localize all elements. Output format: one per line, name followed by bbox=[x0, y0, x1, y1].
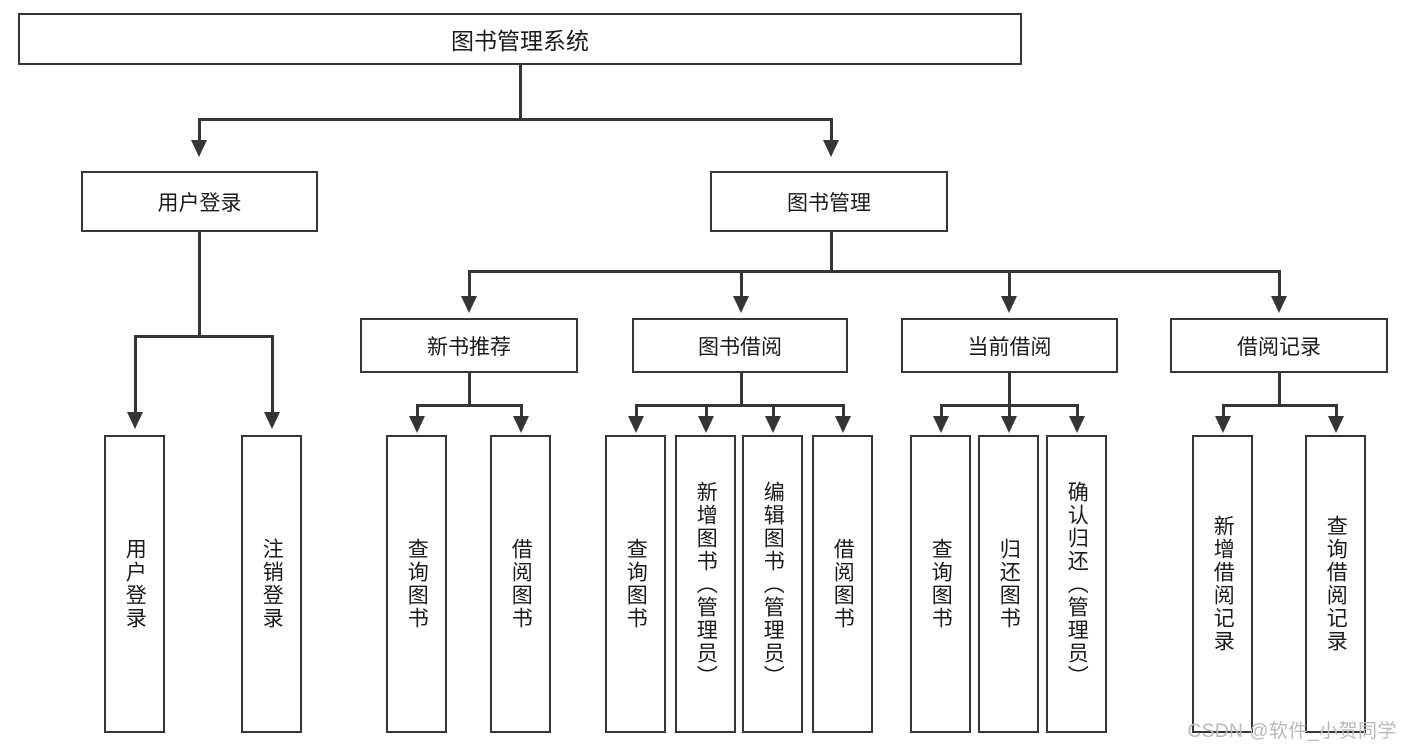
connector-new-book-to-leaf-1 bbox=[416, 404, 419, 419]
connector-bm-to-current-borrow bbox=[1008, 270, 1011, 298]
arrow-bm-to-borrow-record bbox=[1271, 296, 1287, 313]
connector-root-to-book-management bbox=[830, 118, 833, 143]
connector-current-borrow-stem bbox=[1008, 373, 1011, 406]
leaf-label: 确认归还（管理员） bbox=[1065, 480, 1089, 688]
connector-root-to-user-login bbox=[198, 118, 201, 143]
arrow-new-book-to-leaf-1 bbox=[409, 416, 425, 433]
leaf-label: 注销登录 bbox=[260, 538, 284, 630]
leaf-book-borrow-edit-book-admin[interactable]: 编辑图书（管理员） bbox=[742, 435, 803, 733]
node-label: 用户登录 bbox=[157, 191, 242, 215]
arrow-user-login-to-leaf-2 bbox=[264, 412, 280, 429]
arrow-root-to-book-management bbox=[823, 140, 839, 157]
leaf-label: 新增借阅记录 bbox=[1211, 515, 1235, 653]
leaf-label: 查询图书 bbox=[624, 538, 648, 630]
leaf-label: 查询图书 bbox=[405, 538, 429, 630]
connector-book-management-bus bbox=[468, 270, 1280, 273]
node-label: 借阅记录 bbox=[1237, 335, 1321, 359]
leaf-current-borrow-confirm-return-admin[interactable]: 确认归还（管理员） bbox=[1046, 435, 1107, 733]
connector-new-book-to-leaf-2 bbox=[520, 404, 523, 419]
leaf-current-borrow-query-book[interactable]: 查询图书 bbox=[910, 435, 971, 733]
connector-root-bus bbox=[198, 118, 832, 121]
connector-borrow-record-bus bbox=[1222, 404, 1337, 407]
arrow-bb-to-leaf-2 bbox=[698, 416, 714, 433]
node-root-book-management-system[interactable]: 图书管理系统 bbox=[18, 13, 1022, 65]
leaf-label: 用户登录 bbox=[123, 538, 147, 630]
connector-bb-to-leaf-1 bbox=[635, 404, 638, 419]
leaf-label: 新增图书（管理员） bbox=[694, 480, 718, 688]
node-new-book-recommend[interactable]: 新书推荐 bbox=[360, 318, 578, 373]
connector-br-to-leaf-2 bbox=[1335, 404, 1338, 419]
connector-user-login-bus bbox=[134, 335, 273, 338]
leaf-label: 归还图书 bbox=[997, 538, 1021, 630]
arrow-cb-to-leaf-2 bbox=[1001, 416, 1017, 433]
arrow-bm-to-current-borrow bbox=[1001, 296, 1017, 313]
arrow-bb-to-leaf-3 bbox=[765, 416, 781, 433]
connector-book-borrow-bus bbox=[635, 404, 844, 407]
connector-new-book-stem bbox=[468, 373, 471, 406]
arrow-br-to-leaf-2 bbox=[1328, 416, 1344, 433]
leaf-user-login-login[interactable]: 用户登录 bbox=[104, 435, 165, 733]
connector-user-login-stem bbox=[198, 232, 201, 337]
node-book-management[interactable]: 图书管理 bbox=[710, 171, 948, 232]
arrow-bb-to-leaf-4 bbox=[835, 416, 851, 433]
leaf-book-borrow-borrow-book[interactable]: 借阅图书 bbox=[812, 435, 873, 733]
arrow-cb-to-leaf-3 bbox=[1069, 416, 1085, 433]
arrow-bm-to-book-borrow bbox=[733, 296, 749, 313]
leaf-new-book-borrow-book[interactable]: 借阅图书 bbox=[490, 435, 551, 733]
arrow-root-to-user-login bbox=[191, 140, 207, 157]
leaf-label: 借阅图书 bbox=[831, 538, 855, 630]
connector-cb-to-leaf-3 bbox=[1076, 404, 1079, 419]
leaf-book-borrow-add-book-admin[interactable]: 新增图书（管理员） bbox=[675, 435, 736, 733]
connector-root-stem bbox=[519, 65, 522, 120]
leaf-label: 查询借阅记录 bbox=[1324, 515, 1348, 653]
node-label: 图书管理 bbox=[787, 191, 871, 215]
node-label: 图书管理系统 bbox=[451, 28, 589, 54]
connector-bm-to-book-borrow bbox=[740, 270, 743, 298]
leaf-current-borrow-return-book[interactable]: 归还图书 bbox=[978, 435, 1039, 733]
node-label: 当前借阅 bbox=[967, 335, 1052, 359]
leaf-book-borrow-query-book[interactable]: 查询图书 bbox=[605, 435, 666, 733]
leaf-borrow-record-query-record[interactable]: 查询借阅记录 bbox=[1305, 435, 1366, 733]
connector-bb-to-leaf-3 bbox=[772, 404, 775, 419]
connector-borrow-record-stem bbox=[1278, 373, 1281, 406]
connector-br-to-leaf-1 bbox=[1222, 404, 1225, 419]
connector-book-management-stem bbox=[830, 232, 833, 272]
arrow-cb-to-leaf-1 bbox=[933, 416, 949, 433]
node-book-borrow[interactable]: 图书借阅 bbox=[632, 318, 848, 373]
node-label: 图书借阅 bbox=[698, 335, 782, 359]
node-label: 新书推荐 bbox=[427, 335, 511, 359]
connector-book-borrow-stem bbox=[740, 373, 743, 406]
leaf-user-login-logout[interactable]: 注销登录 bbox=[241, 435, 302, 733]
arrow-bb-to-leaf-1 bbox=[628, 416, 644, 433]
arrow-user-login-to-leaf-1 bbox=[127, 412, 143, 429]
connector-cb-to-leaf-2 bbox=[1008, 404, 1011, 419]
node-borrow-record[interactable]: 借阅记录 bbox=[1170, 318, 1388, 373]
arrow-new-book-to-leaf-2 bbox=[513, 416, 529, 433]
leaf-label: 编辑图书（管理员） bbox=[761, 480, 785, 688]
connector-user-login-to-leaf-1 bbox=[134, 335, 137, 415]
connector-bb-to-leaf-4 bbox=[842, 404, 845, 419]
leaf-new-book-query-book[interactable]: 查询图书 bbox=[386, 435, 447, 733]
leaf-label: 查询图书 bbox=[929, 538, 953, 630]
node-user-login[interactable]: 用户登录 bbox=[81, 171, 318, 232]
arrow-bm-to-new-book bbox=[461, 296, 477, 313]
connector-cb-to-leaf-1 bbox=[940, 404, 943, 419]
leaf-borrow-record-add-record[interactable]: 新增借阅记录 bbox=[1192, 435, 1253, 733]
connector-bm-to-new-book bbox=[468, 270, 471, 298]
connector-bb-to-leaf-2 bbox=[705, 404, 708, 419]
connector-bm-to-borrow-record bbox=[1278, 270, 1281, 298]
node-current-borrow[interactable]: 当前借阅 bbox=[901, 318, 1118, 373]
connector-user-login-to-leaf-2 bbox=[271, 335, 274, 415]
arrow-br-to-leaf-1 bbox=[1215, 416, 1231, 433]
leaf-label: 借阅图书 bbox=[509, 538, 533, 630]
connector-new-book-bus bbox=[416, 404, 522, 407]
